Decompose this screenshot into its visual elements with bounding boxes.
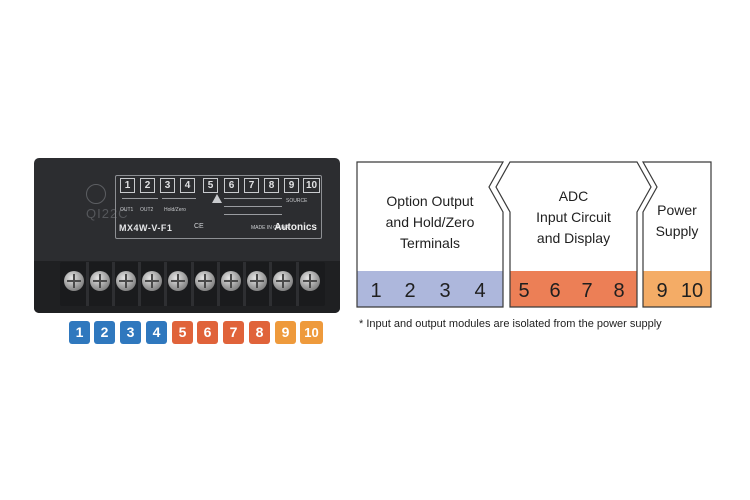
terminal-screw-icon [64, 271, 84, 291]
plate-number: 2 [140, 178, 155, 193]
plate-wiring-line [122, 198, 158, 199]
terminal-screw-icon [247, 271, 267, 291]
terminal-screw-icon [116, 271, 136, 291]
terminal-badge: 2 [94, 321, 115, 344]
terminal-screw-icon [221, 271, 241, 291]
ce-mark: CE [194, 223, 204, 230]
group-outline-2 [495, 161, 652, 308]
group-bar-3 [643, 271, 711, 307]
warning-icon [212, 194, 222, 203]
terminal-badge: 7 [223, 321, 244, 344]
plate-label-source: SOURCE [286, 198, 308, 204]
terminal-divider [164, 262, 167, 306]
group-outline-1 [356, 161, 505, 308]
device-model: MX4W-V-F1 [119, 223, 173, 233]
terminal-screw-icon [195, 271, 215, 291]
terminal-screw-icon [300, 271, 320, 291]
plate-spec-line [224, 206, 282, 207]
plate-label-out2: OUT2 [140, 207, 154, 213]
group-title-1: Option Output and Hold/Zero Terminals [385, 193, 475, 251]
terminal-screw-icon [142, 271, 162, 291]
terminal-badge: 9 [275, 321, 296, 344]
terminal-badge: 10 [300, 321, 323, 344]
group-number: 5 [518, 280, 530, 302]
plate-label-out1: OUT1 [120, 207, 134, 213]
plate-number: 6 [224, 178, 239, 193]
group-number: 4 [474, 280, 486, 302]
device-brand: Autonics [274, 222, 317, 233]
group-number: 10 [680, 280, 704, 302]
isolation-footnote: * Input and output modules are isolated … [359, 318, 662, 330]
label-plate: 1 2 3 4 5 6 7 8 9 10 OUT1 OUT2 Hold/Zero… [115, 175, 322, 239]
plate-number: 5 [203, 178, 218, 193]
terminal-badge: 3 [120, 321, 141, 344]
terminal-badge: 5 [172, 321, 193, 344]
plate-number: 9 [284, 178, 299, 193]
plate-number: 4 [180, 178, 195, 193]
terminal-divider [296, 262, 299, 306]
terminal-badge: 6 [197, 321, 218, 344]
group-number: 9 [656, 280, 668, 302]
terminal-divider [86, 262, 89, 306]
made-in-label: MADE IN CHINA [251, 225, 289, 231]
group-number: 7 [581, 280, 593, 302]
terminal-screw-icon [168, 271, 188, 291]
plate-spec-line [224, 214, 282, 215]
plate-wiring-line [162, 198, 196, 199]
plate-spec-line [224, 198, 282, 199]
plate-number: 3 [160, 178, 175, 193]
group-number: 2 [404, 280, 416, 302]
plate-number: 7 [244, 178, 259, 193]
device-code: QI22C [86, 206, 129, 221]
plate-number: 10 [303, 178, 320, 193]
terminal-badge: 1 [69, 321, 90, 344]
group-bar-2 [510, 271, 637, 307]
group-number: 8 [613, 280, 625, 302]
terminal-block [60, 262, 325, 306]
terminal-divider [217, 262, 220, 306]
plate-number: 8 [264, 178, 279, 193]
device-photo: QI22C 1 2 3 4 5 6 7 8 9 10 OUT1 OUT2 Hol… [34, 158, 340, 313]
plate-label-hold-zero: Hold/Zero [164, 207, 186, 213]
group-number: 3 [439, 280, 451, 302]
terminal-divider [269, 262, 272, 306]
terminal-badge: 8 [249, 321, 270, 344]
group-outline-3 [641, 161, 712, 308]
terminal-divider [243, 262, 246, 306]
cert-mark-icon [86, 184, 106, 204]
terminal-screw-icon [273, 271, 293, 291]
group-bar-1 [357, 271, 503, 307]
group-title-2: ADC Input Circuit and Display [536, 188, 611, 246]
group-number: 6 [549, 280, 561, 302]
group-number: 1 [370, 280, 382, 302]
terminal-divider [112, 262, 115, 306]
terminal-divider [191, 262, 194, 306]
terminal-screw-icon [90, 271, 110, 291]
plate-number: 1 [120, 178, 135, 193]
terminal-badge: 4 [146, 321, 167, 344]
group-title-3: Power Supply [655, 202, 699, 239]
terminal-divider [138, 262, 141, 306]
